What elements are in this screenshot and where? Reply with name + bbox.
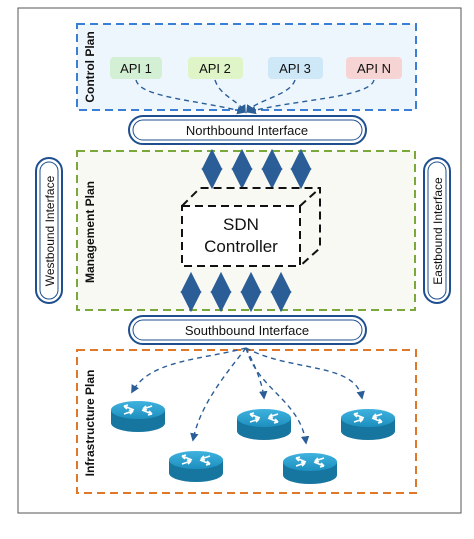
- northbound-interface: Northbound Interface: [128, 115, 367, 145]
- southbound-label: Southbound Interface: [185, 323, 309, 338]
- api-3-label: API 3: [279, 61, 311, 76]
- router-icon: [341, 409, 395, 440]
- outer-frame: [17, 7, 462, 514]
- router-4-connector: [245, 347, 310, 445]
- router-connectors: [131, 347, 365, 445]
- router-icon: [237, 409, 291, 440]
- api-1-label: API 1: [120, 61, 152, 76]
- northbound-label: Northbound Interface: [186, 123, 308, 138]
- controller-line-1: SDN: [223, 215, 259, 234]
- sdn-controller-box: [181, 187, 321, 267]
- router-icon: [283, 453, 337, 484]
- eastbound-label: Eastbound Interface: [431, 177, 445, 285]
- southbound-arrows: [180, 271, 292, 313]
- router-3-connector: [245, 347, 268, 400]
- api-1-connector: [135, 79, 246, 115]
- routers: [111, 401, 395, 484]
- router-icon: [169, 451, 223, 482]
- api-2-label: API 2: [199, 61, 231, 76]
- api-3-box: API 3: [268, 57, 323, 79]
- api-1-box: API 1: [110, 57, 162, 79]
- infrastructure-plan-label: Infrastructure Plan: [83, 370, 97, 477]
- management-plan-label: Management Plan: [83, 181, 97, 283]
- westbound-label: Westbound Interface: [43, 175, 57, 286]
- api-2-connector: [214, 79, 246, 114]
- router-2-connector: [190, 347, 247, 442]
- westbound-interface: Westbound Interface: [35, 157, 63, 304]
- eastbound-interface: Eastbound Interface: [423, 157, 451, 304]
- northbound-arrows: [201, 148, 312, 190]
- control-plan-label: Control Plan: [83, 31, 97, 102]
- api-connectors: [135, 79, 375, 115]
- api-n-box: API N: [346, 57, 402, 79]
- api-2-box: API 2: [188, 57, 243, 79]
- router-icon: [111, 401, 165, 432]
- router-5-connector: [245, 347, 365, 400]
- controller-line-2: Controller: [204, 237, 278, 256]
- api-n-label: API N: [357, 61, 391, 76]
- southbound-interface: Southbound Interface: [128, 315, 367, 345]
